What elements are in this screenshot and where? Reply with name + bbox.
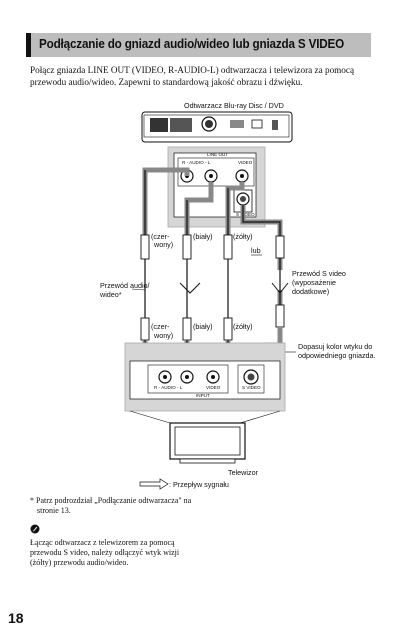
- svideo-cable-label-3: dodatkowe): [292, 287, 329, 296]
- note-icon: [30, 524, 40, 534]
- red-bottom-label-1: (czer-: [151, 322, 170, 331]
- svideo-cable-label-2: (wyposażenie: [292, 278, 336, 287]
- svideo-top-plug: [275, 235, 285, 259]
- player-unit: [141, 111, 293, 143]
- yellow-bottom-label: (żółty): [233, 322, 253, 331]
- top-video-label: VIDEO: [238, 160, 253, 165]
- footnote-line-2: stronie 13.: [37, 506, 71, 515]
- match-color-label-1: Dopasuj kolor wtyku do: [298, 342, 372, 351]
- signal-flow-legend-icon: [139, 478, 169, 490]
- signal-flow-label: : Przepływ sygnału: [169, 480, 229, 489]
- tv-video-label: VIDEO: [206, 385, 221, 390]
- tv-input-panel: R - AUDIO - L VIDEO S VIDEO INPUT: [124, 342, 286, 412]
- lub-label: lub: [251, 246, 261, 255]
- yellow-top-label: (żółty): [233, 232, 253, 241]
- white-bottom-label: (biały): [193, 322, 213, 331]
- match-color-label-2: odpowiedniego gniazda.: [298, 351, 376, 360]
- page-number: 18: [8, 610, 24, 626]
- player-line-out-panel: LINE OUT R - AUDIO - L VIDEO S VIDEO: [167, 146, 266, 228]
- note-line-1: Łącząc odtwarzacz z telewizorem za pomoc…: [30, 538, 175, 547]
- note-line-2: przewodu S video, należy odłączyć wtyk w…: [30, 548, 180, 557]
- av-cable: [144, 258, 229, 325]
- footnote-line-1: * Patrz podrozdział „Podłączanie odtwarz…: [30, 496, 192, 505]
- tv-label: Telewizor: [228, 468, 259, 477]
- line-out-label: LINE OUT: [207, 152, 228, 157]
- top-svideo-label: S VIDEO: [236, 212, 255, 217]
- player-label: Odtwarzacz Blu-ray Disc / DVD: [184, 101, 284, 110]
- tv-set: [169, 422, 246, 464]
- red-top-label-2: wony): [153, 240, 173, 249]
- tv-r-audio-l-label: R - AUDIO - L: [154, 385, 183, 390]
- intro-paragraph: Połącz gniazda LINE OUT (VIDEO, R-AUDIO-…: [30, 65, 355, 87]
- av-flow-arrow: [179, 282, 201, 294]
- svideo-bottom-plug: [275, 304, 285, 328]
- av-cable-label-2: wideo*: [99, 290, 122, 299]
- note-line-3: (żółty) przewodu audio/wideo.: [30, 558, 129, 567]
- footnote: * Patrz podrozdział „Podłączanie odtwarz…: [30, 496, 191, 516]
- section-title: Podłączanie do gniazd audio/wideo lub gn…: [39, 36, 345, 51]
- input-label: INPUT: [196, 393, 210, 398]
- tv-svideo-label: S VIDEO: [242, 385, 261, 390]
- av-cable-label-1: Przewód audio/: [100, 281, 150, 290]
- svideo-cable-label-1: Przewód S video: [292, 269, 346, 278]
- white-top-label: (biały): [193, 232, 213, 241]
- red-bottom-label-2: wony): [153, 331, 173, 340]
- section-title-bar: Podłączanie do gniazd audio/wideo lub gn…: [26, 33, 371, 57]
- top-r-audio-l-label: R - AUDIO - L: [182, 160, 211, 165]
- svideo-flow-arrow: [271, 282, 289, 294]
- red-top-label-1: (czer-: [151, 232, 170, 241]
- note: Łącząc odtwarzacz z telewizorem za pomoc…: [30, 538, 179, 568]
